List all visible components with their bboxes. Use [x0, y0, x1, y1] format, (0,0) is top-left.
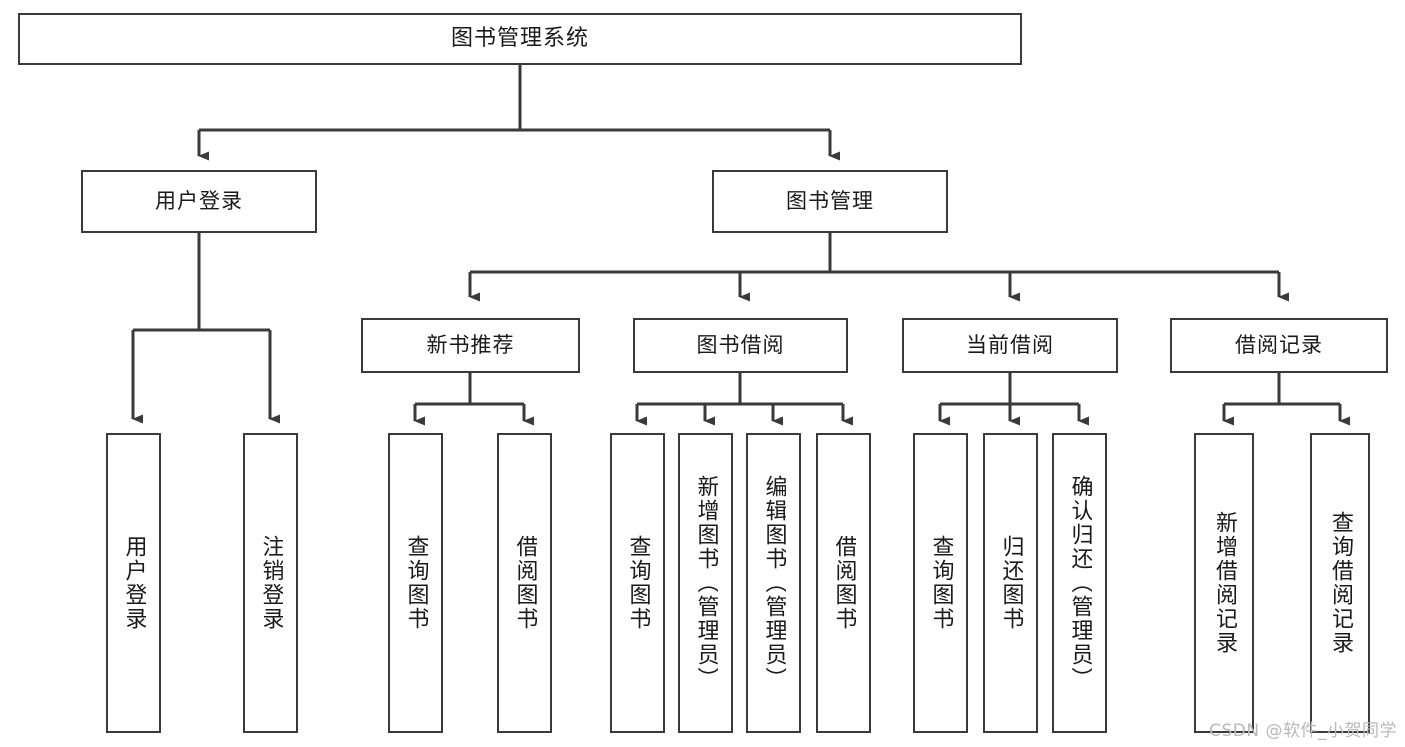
leaf-current-return-book-label: 归还图书: [998, 535, 1024, 631]
node-book-management-label: 图书管理: [786, 188, 874, 213]
leaf-borrow-edit-book-admin[interactable]: 编辑图书（管理员）: [746, 433, 801, 733]
leaf-current-query-book[interactable]: 查询图书: [913, 433, 968, 733]
leaf-new-book-query[interactable]: 查询图书: [388, 433, 443, 733]
node-current-borrow-label: 当前借阅: [966, 332, 1054, 357]
node-user-login[interactable]: 用户登录: [81, 170, 317, 233]
leaf-record-add-record[interactable]: 新增借阅记录: [1194, 433, 1254, 733]
node-root-label: 图书管理系统: [450, 25, 589, 51]
leaf-new-book-borrow[interactable]: 借阅图书: [497, 433, 552, 733]
node-book-borrow-label: 图书借阅: [696, 332, 785, 357]
leaf-borrow-borrow-book[interactable]: 借阅图书: [816, 433, 871, 733]
leaf-record-query-record-label: 查询借阅记录: [1327, 511, 1353, 655]
csdn-watermark: CSDN @软件_小贺同学: [1209, 721, 1397, 741]
node-borrow-record-label: 借阅记录: [1235, 332, 1323, 357]
leaf-user-login-login[interactable]: 用户登录: [106, 433, 161, 733]
node-new-book-recommend[interactable]: 新书推荐: [361, 318, 580, 373]
leaf-borrow-query-book[interactable]: 查询图书: [610, 433, 665, 733]
leaf-new-book-borrow-label: 借阅图书: [512, 535, 538, 631]
node-current-borrow[interactable]: 当前借阅: [902, 318, 1118, 373]
leaf-borrow-add-book-admin[interactable]: 新增图书（管理员）: [678, 433, 733, 733]
leaf-user-login-logout[interactable]: 注销登录: [243, 433, 298, 733]
leaf-current-query-book-label: 查询图书: [928, 535, 954, 631]
leaf-current-confirm-return-admin-label: 确认归还（管理员）: [1067, 475, 1093, 691]
leaf-record-query-record[interactable]: 查询借阅记录: [1310, 433, 1370, 733]
leaf-current-confirm-return-admin[interactable]: 确认归还（管理员）: [1052, 433, 1107, 733]
leaf-new-book-query-label: 查询图书: [403, 535, 429, 631]
leaf-borrow-query-book-label: 查询图书: [625, 535, 651, 631]
node-user-login-label: 用户登录: [155, 188, 243, 213]
leaf-user-login-logout-label: 注销登录: [258, 535, 284, 631]
leaf-borrow-edit-book-admin-label: 编辑图书（管理员）: [761, 475, 787, 691]
node-root-book-management-system[interactable]: 图书管理系统: [18, 13, 1022, 65]
leaf-borrow-borrow-book-label: 借阅图书: [831, 535, 857, 631]
node-book-borrow[interactable]: 图书借阅: [633, 318, 848, 373]
node-book-management[interactable]: 图书管理: [712, 170, 948, 233]
leaf-record-add-record-label: 新增借阅记录: [1211, 511, 1237, 655]
node-borrow-record[interactable]: 借阅记录: [1170, 318, 1388, 373]
leaf-user-login-login-label: 用户登录: [121, 535, 147, 631]
leaf-current-return-book[interactable]: 归还图书: [983, 433, 1038, 733]
leaf-borrow-add-book-admin-label: 新增图书（管理员）: [693, 475, 719, 691]
node-new-book-recommend-label: 新书推荐: [426, 332, 515, 357]
